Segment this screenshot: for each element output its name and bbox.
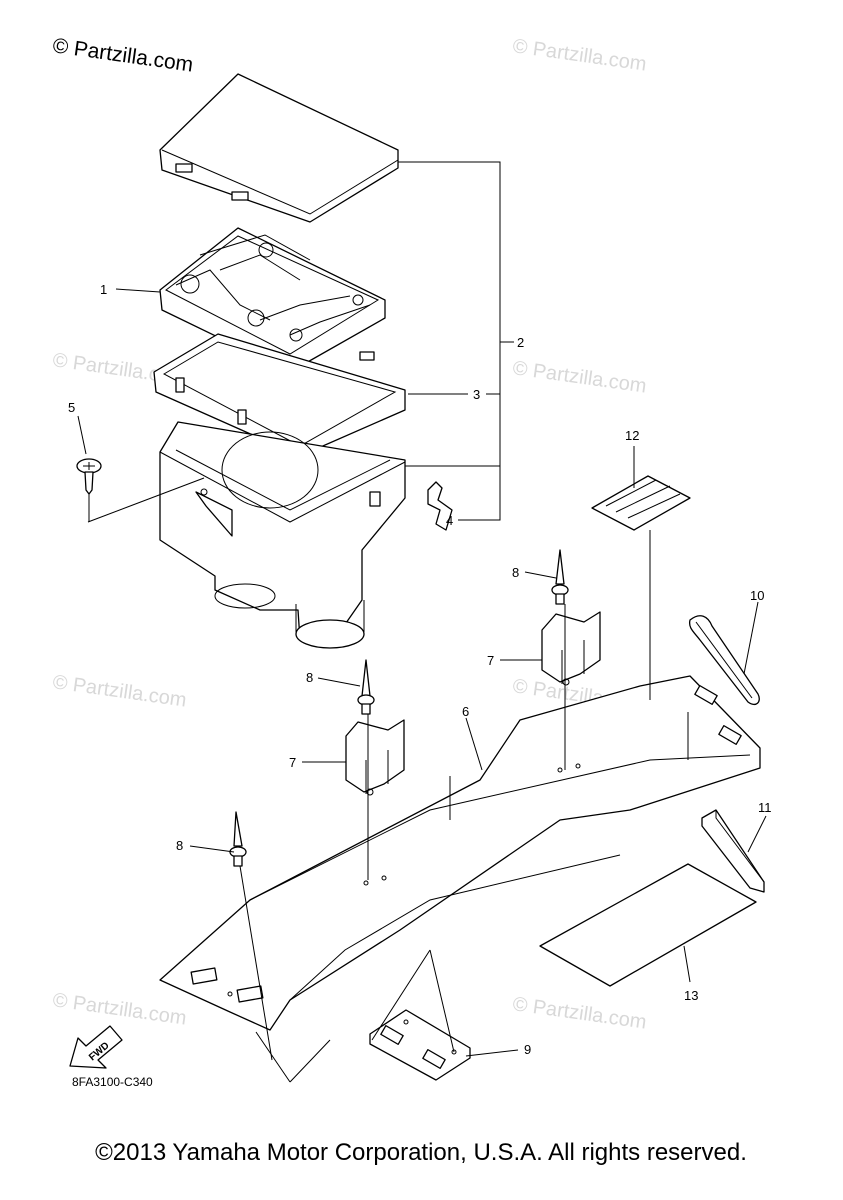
part-10-cable <box>688 615 760 706</box>
part-9-plate <box>369 1009 471 1081</box>
callout-6: 6 <box>462 704 469 719</box>
callout-4: 4 <box>446 513 453 528</box>
part-box-lid <box>159 73 399 223</box>
part-6-tray <box>159 675 761 1031</box>
callout-9: 9 <box>524 1042 531 1057</box>
callout-13: 13 <box>684 988 698 1003</box>
callout-7-upper: 7 <box>487 653 494 668</box>
diagram-code: 8FA3100-C340 <box>72 1075 153 1089</box>
callout-8-middle: 8 <box>306 670 313 685</box>
part-11-strip <box>701 809 765 893</box>
fwd-arrow-icon: FWD <box>69 1025 123 1069</box>
watermark-faint: © Partzilla.com <box>511 993 648 1034</box>
watermark-faint: © Partzilla.com <box>511 357 648 398</box>
part-7-bracket-upper <box>541 611 601 686</box>
callout-3: 3 <box>473 387 480 402</box>
callout-5: 5 <box>68 400 75 415</box>
callout-12: 12 <box>625 428 639 443</box>
callout-7-lower: 7 <box>289 755 296 770</box>
callout-11: 11 <box>758 800 772 815</box>
leader-lines <box>77 161 767 1057</box>
callout-8-lower: 8 <box>176 838 183 853</box>
part-frame <box>153 333 406 457</box>
callout-1: 1 <box>100 282 107 297</box>
part-8-rivet-middle <box>357 659 375 715</box>
part-8-rivet-upper <box>551 549 569 605</box>
part-12-label <box>591 475 691 531</box>
part-4-clip <box>427 481 453 531</box>
callout-8-upper: 8 <box>512 565 519 580</box>
part-13-sheet <box>539 863 757 987</box>
part-7-bracket-lower <box>345 719 405 796</box>
callout-2: 2 <box>517 335 524 350</box>
watermark-faint: © Partzilla.com <box>51 671 188 712</box>
watermark-main: © Partzilla.com <box>51 34 194 76</box>
guide-lines <box>87 477 651 1083</box>
callouts: 1 2 3 4 5 6 7 7 8 8 8 9 10 11 12 13 <box>68 282 772 1057</box>
watermark-faint: © Partzilla.com <box>51 989 188 1030</box>
watermark-faint: © Partzilla.com <box>511 35 648 76</box>
copyright-footer: ©2013 Yamaha Motor Corporation, U.S.A. A… <box>95 1139 747 1166</box>
part-5-screw <box>76 458 102 495</box>
callout-10: 10 <box>750 588 764 603</box>
part-storage-box <box>159 421 406 649</box>
part-8-rivet-lower <box>229 811 247 867</box>
